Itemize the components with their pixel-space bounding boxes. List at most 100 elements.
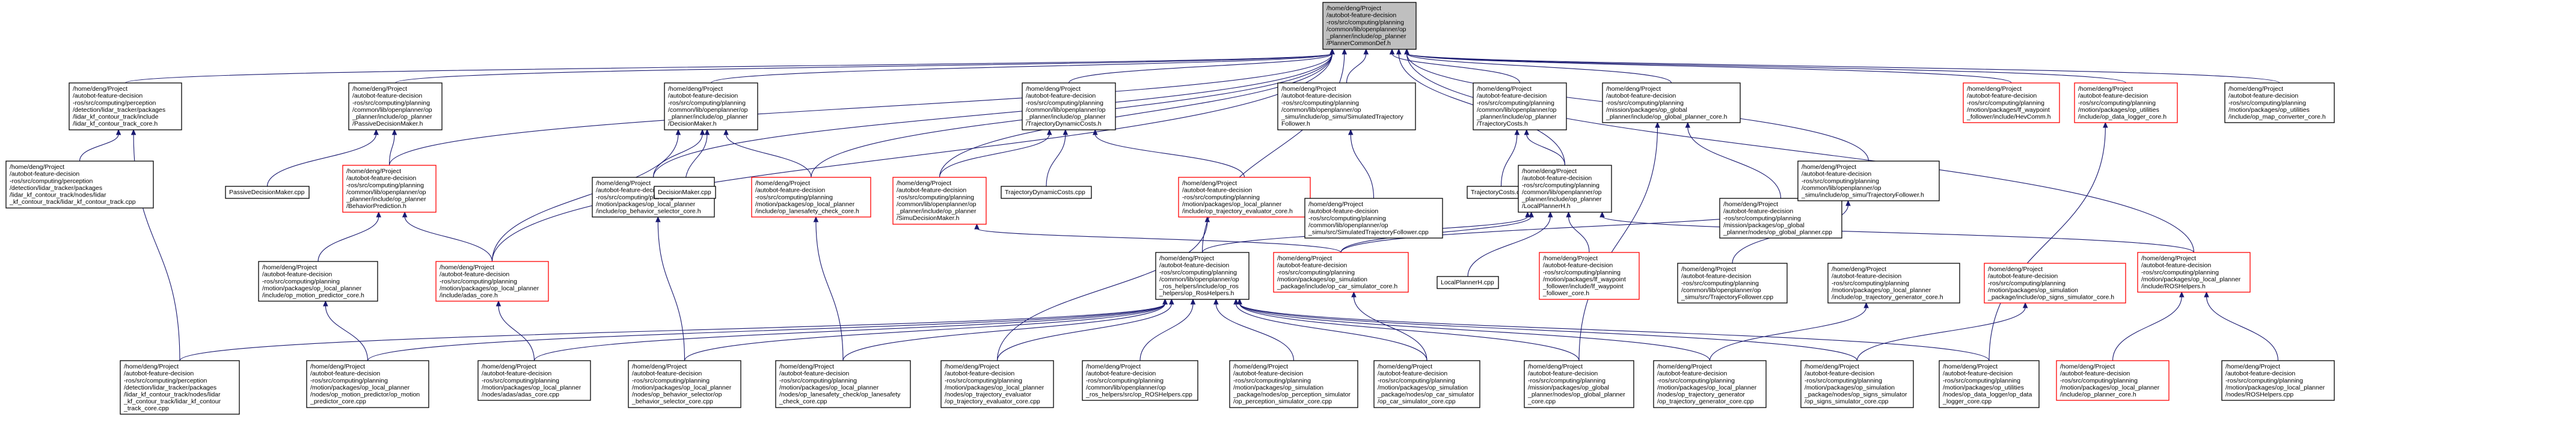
node-trajdyn-h[interactable]: /home/deng/Project/autobot-feature-decis…: [1022, 82, 1116, 130]
node-decision-h[interactable]: /home/deng/Project/autobot-feature-decis…: [664, 82, 758, 130]
node-roshelpers-h[interactable]: /home/deng/Project/autobot-feature-decis…: [1155, 252, 1250, 300]
node-lanesafety-h[interactable]: /home/deng/Project/autobot-feature-decis…: [751, 177, 871, 218]
node-label-line: /home/deng/Project: [1326, 5, 1381, 12]
node-decision-cpp[interactable]: DecisionMaker.cpp: [654, 186, 716, 199]
node-traj-gen-cpp[interactable]: /home/deng/Project/autobot-feature-decis…: [1653, 360, 1767, 408]
node-adas-cpp[interactable]: /home/deng/Project/autobot-feature-decis…: [477, 360, 591, 401]
dependency-edge: [1404, 48, 2280, 84]
node-signs-sim-cpp[interactable]: /home/deng/Project/autobot-feature-decis…: [1800, 360, 1914, 408]
node-global-planner-core-cpp[interactable]: /home/deng/Project/autobot-feature-decis…: [1524, 360, 1634, 408]
node-label-line: /home/deng/Project: [1657, 363, 1712, 370]
edge-line: [1139, 303, 1194, 361]
node-datalogger-h[interactable]: /home/deng/Project/autobot-feature-decis…: [2074, 82, 2178, 123]
node-label-line: /motion/packages/op_local_planner: [632, 384, 732, 391]
edge-line: [1346, 53, 1367, 84]
node-label-line: /nodes/adas/adas_core.cpp: [482, 391, 559, 399]
node-simudecision-h[interactable]: /home/deng/Project/autobot-feature-decis…: [892, 177, 987, 225]
node-label-line: /home/deng/Project: [2078, 85, 2133, 93]
node-lidar-kf-core-cpp[interactable]: /home/deng/Project/autobot-feature-decis…: [120, 360, 240, 415]
node-label-line: /common/lib/openplanner/op: [1308, 222, 1388, 229]
edge-line: [79, 133, 119, 162]
node-label-line: _planner/include/op_global_planner_core.…: [1605, 114, 1728, 121]
node-label-line: _planner/include/op_planner: [896, 208, 977, 215]
dependency-edge: [1599, 211, 2195, 253]
node-roshelpers-icon[interactable]: /home/deng/Project/autobot-feature-decis…: [2137, 252, 2251, 293]
node-trajcosts-h[interactable]: /home/deng/Project/autobot-feature-decis…: [1473, 82, 1567, 130]
node-motion-pred-h[interactable]: /home/deng/Project/autobot-feature-decis…: [258, 261, 378, 302]
node-box: [1524, 360, 1634, 408]
node-roshelpers-cpp[interactable]: /home/deng/Project/autobot-feature-decis…: [1082, 360, 1198, 401]
node-label-line: _check_core.cpp: [779, 398, 827, 405]
node-roshelpers-nodes-cpp[interactable]: /home/deng/Project/autobot-feature-decis…: [2221, 360, 2335, 401]
edge-line: [1353, 296, 1428, 361]
node-lanesafety-cpp[interactable]: /home/deng/Project/autobot-feature-decis…: [775, 360, 911, 408]
edge-line: [1687, 126, 1782, 199]
node-root[interactable]: /home/deng/Project/autobot-feature-decis…: [1322, 2, 1417, 50]
node-perception-sim-cpp[interactable]: /home/deng/Project/autobot-feature-decis…: [1229, 360, 1358, 408]
node-label-line: /include/op_motion_predictor_core.h: [262, 292, 364, 299]
node-traj-eval-h[interactable]: /home/deng/Project/autobot-feature-decis…: [1178, 177, 1311, 218]
dependency-edge: [1233, 298, 1428, 361]
node-adas-h[interactable]: /home/deng/Project/autobot-feature-decis…: [435, 261, 549, 302]
node-label-line: _core.cpp: [1527, 398, 1556, 405]
arrowhead-icon: [495, 300, 501, 307]
node-label-line: /common/lib/openplanner/op: [1522, 189, 1602, 196]
arrowhead-icon: [1093, 129, 1098, 135]
node-simu-tf-cpp[interactable]: /home/deng/Project/autobot-feature-decis…: [1677, 263, 1788, 304]
node-car-sim-h[interactable]: /home/deng/Project/autobot-feature-decis…: [1273, 252, 1409, 293]
node-motion-pred-cpp[interactable]: /home/deng/Project/autobot-feature-decis…: [306, 360, 429, 408]
node-label-line: _simu/src/TrajectoryFollower.cpp: [1681, 294, 1773, 301]
node-label-line: _track_core.cpp: [123, 405, 169, 412]
node-label-line: /home/deng/Project: [352, 85, 407, 93]
node-label-line: /autobot-feature-decision: [10, 171, 79, 178]
node-behavior-sel-cpp[interactable]: /home/deng/Project/autobot-feature-decis…: [628, 360, 741, 408]
dependency-edge: [652, 129, 705, 178]
node-box: [1273, 252, 1409, 293]
node-global-core-cpp[interactable]: /home/deng/Project/autobot-feature-decis…: [1719, 198, 1842, 239]
arrowhead-icon: [1599, 211, 1605, 218]
node-label-line: /include/op_data_logger_core.h: [2078, 114, 2167, 121]
node-box: [1719, 198, 1842, 239]
node-label-line: -ros/src/computing/planning: [1522, 182, 1599, 189]
node-signs-sim-h[interactable]: /home/deng/Project/autobot-feature-decis…: [1984, 263, 2126, 304]
arrowhead-icon: [1514, 129, 1520, 135]
node-behavior-sel-h[interactable]: /home/deng/Project/autobot-feature-decis…: [592, 177, 715, 218]
node-lf-planner-cpp[interactable]: /home/deng/Project/autobot-feature-decis…: [2056, 360, 2170, 401]
node-traj-gen-h[interactable]: /home/deng/Project/autobot-feature-decis…: [1827, 263, 1960, 304]
node-label-line: -ros/src/computing/planning: [668, 99, 746, 106]
node-behavior-pred[interactable]: /home/deng/Project/autobot-feature-decis…: [342, 165, 437, 213]
node-box: [1984, 263, 2126, 304]
node-label-line: /nodes/op_trajectory_evaluator: [945, 391, 1032, 399]
arrowhead-icon: [373, 129, 379, 135]
node-simu-tf-h[interactable]: /home/deng/Project/autobot-feature-decis…: [1797, 160, 1940, 201]
node-box: [1800, 360, 1914, 408]
node-lf-wp-core[interactable]: /home/deng/Project/autobot-feature-decis…: [1539, 252, 1640, 300]
node-box: [1677, 263, 1788, 304]
node-label-line: /motion/packages/op_simulation: [1805, 384, 1895, 391]
dependency-edge: [1524, 129, 1566, 166]
node-label-line: -ros/src/computing/planning: [1606, 99, 1684, 106]
node-lidar-kf-cpp[interactable]: /home/deng/Project/autobot-feature-decis…: [5, 160, 154, 209]
node-localplanner-h[interactable]: /home/deng/Project/autobot-feature-decis…: [1518, 165, 1612, 213]
node-traj-eval-cpp[interactable]: /home/deng/Project/autobot-feature-decis…: [940, 360, 1054, 408]
edge-line: [2112, 296, 2182, 361]
node-car-sim-cpp[interactable]: /home/deng/Project/autobot-feature-decis…: [1373, 360, 1480, 408]
edge-line: [710, 53, 1333, 84]
node-simtraj-cpp[interactable]: /home/deng/Project/autobot-feature-decis…: [1304, 198, 1443, 239]
node-passive-cpp[interactable]: PassiveDecisionMaker.cpp: [225, 186, 310, 199]
node-map-conv-h[interactable]: /home/deng/Project/autobot-feature-decis…: [2224, 82, 2335, 123]
node-label-line: /autobot-feature-decision: [1805, 370, 1874, 378]
node-simtraj-h[interactable]: /home/deng/Project/autobot-feature-decis…: [1277, 82, 1416, 130]
node-datalogger-cpp[interactable]: /home/deng/Project/autobot-feature-decis…: [1939, 360, 2040, 408]
node-global-core-h[interactable]: /home/deng/Project/autobot-feature-decis…: [1602, 82, 1741, 123]
arrowhead-icon: [376, 211, 381, 218]
node-passive-h[interactable]: /home/deng/Project/autobot-feature-decis…: [348, 82, 443, 130]
dependency-edge: [939, 129, 1052, 178]
node-trajdyn-cpp[interactable]: TrajectoryDynamicCosts.cpp: [1001, 186, 1092, 199]
node-localplanner-cpp[interactable]: LocalPlannerH.cpp: [1437, 276, 1499, 289]
node-lidar-kf[interactable]: /home/deng/Project/autobot-feature-decis…: [69, 82, 182, 130]
node-label-line: /home/deng/Project: [2225, 363, 2280, 370]
node-label-line: -ros/src/computing/planning: [1308, 215, 1386, 222]
node-waypoint-hmi[interactable]: /home/deng/Project/autobot-feature-decis…: [1963, 82, 2060, 123]
node-label-line: /common/lib/openplanner/op: [1326, 26, 1406, 33]
